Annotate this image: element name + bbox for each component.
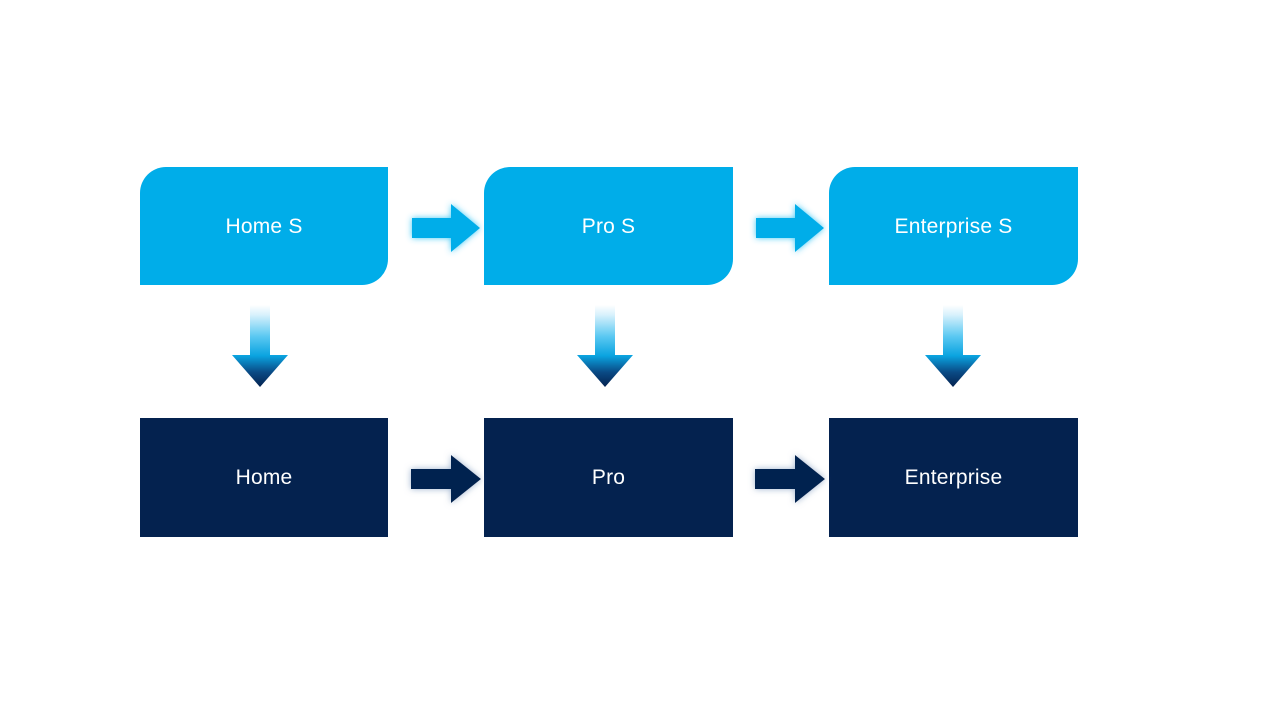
node-pro-label: Pro bbox=[591, 466, 626, 489]
arrow-home-to-pro-icon bbox=[406, 450, 486, 508]
node-pro[interactable]: Pro bbox=[484, 418, 733, 537]
arrow-pro-s-to-enterprise-s-icon bbox=[752, 200, 828, 256]
node-home[interactable]: Home bbox=[140, 418, 388, 537]
node-enterprise[interactable]: Enterprise bbox=[829, 418, 1078, 537]
node-enterprise-s-label: Enterprise S bbox=[894, 214, 1013, 238]
node-home-s[interactable]: Home S bbox=[140, 167, 388, 285]
node-enterprise-s[interactable]: Enterprise S bbox=[829, 167, 1078, 285]
node-home-s-label: Home S bbox=[225, 214, 303, 238]
arrow-enterprise-s-to-enterprise-icon bbox=[921, 305, 985, 390]
arrow-pro-s-to-pro-icon bbox=[573, 305, 637, 390]
node-pro-s-label: Pro S bbox=[581, 214, 636, 238]
arrow-pro-to-enterprise-icon bbox=[750, 450, 830, 508]
node-pro-s[interactable]: Pro S bbox=[484, 167, 733, 285]
node-home-label: Home bbox=[235, 466, 293, 489]
node-enterprise-label: Enterprise bbox=[904, 466, 1003, 489]
arrow-home-s-to-home-icon bbox=[228, 305, 292, 390]
arrow-home-s-to-pro-s-icon bbox=[408, 200, 484, 256]
